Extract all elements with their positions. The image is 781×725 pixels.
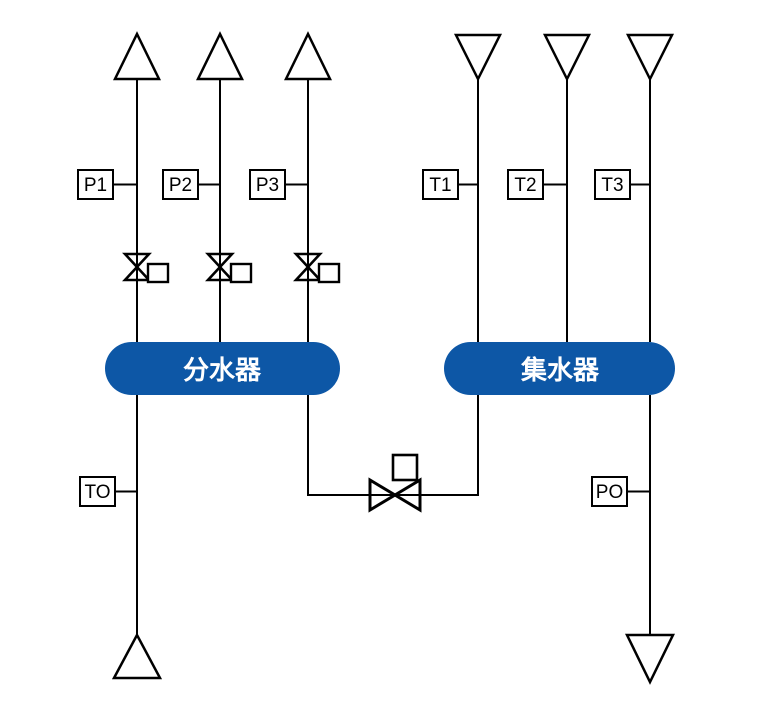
sensor-box-t2	[507, 169, 544, 200]
valve-body-bottom	[293, 265, 323, 282]
valve-body-bottom	[205, 265, 235, 282]
manifolds	[105, 342, 675, 395]
valve-actuators	[146, 262, 341, 284]
sensor-label-p3: P3	[256, 175, 279, 196]
sensor-label-t2: T2	[514, 175, 536, 196]
arrow-down-icon	[624, 633, 676, 685]
arrow-up-icon	[283, 31, 333, 81]
valve-icon	[293, 252, 323, 282]
sensor-box-po	[591, 476, 628, 507]
sensor-box-p2	[162, 169, 199, 200]
valve-body-top	[122, 252, 152, 269]
sensor-box-t1	[422, 169, 459, 200]
sensor-label-t1: T1	[429, 175, 451, 196]
valve-body-top	[205, 252, 235, 269]
valve-actuator-icon	[391, 453, 419, 482]
sensor-box-p1	[77, 169, 114, 200]
sensor-label-po: PO	[596, 482, 623, 503]
arrow-down-icon	[542, 33, 592, 82]
return-manifold-label: 集水器	[520, 355, 600, 385]
valve-icon	[122, 252, 152, 282]
sensor-connectors	[113, 183, 650, 493]
pipes-top	[136, 78, 651, 342]
valve-icon	[205, 252, 235, 282]
sensor-label-p1: P1	[84, 175, 107, 196]
arrow-down-icon	[625, 33, 675, 82]
arrow-up-icon	[111, 632, 163, 680]
branch-valves	[122, 252, 341, 284]
sensor-boxes	[77, 169, 631, 507]
valve-body-bottom	[122, 265, 152, 282]
line-art	[77, 31, 676, 685]
manifold-labels: 分水器 集水器	[183, 355, 600, 385]
valve-body-right	[392, 477, 422, 513]
supply-manifold-label: 分水器	[183, 355, 262, 385]
sensor-box-t3	[594, 169, 631, 200]
supply-manifold	[105, 342, 340, 395]
sensor-labels: P1 P2 P3 T1 T2 T3 TO PO	[84, 175, 624, 503]
sensor-box-to	[79, 476, 116, 507]
valve-actuator-icon	[229, 262, 253, 284]
arrow-down-icon	[453, 33, 503, 82]
sensor-label-to: TO	[84, 482, 110, 503]
return-manifold	[444, 342, 675, 395]
valve-actuator-icon	[317, 262, 341, 284]
pipes-bottom	[136, 395, 651, 636]
valve-body-left	[368, 477, 398, 513]
arrow-up-icon	[112, 31, 162, 81]
arrow-terminals	[111, 31, 676, 685]
arrow-up-icon	[195, 31, 245, 81]
sensor-box-p3	[249, 169, 286, 200]
bypass-valve-icon	[368, 453, 422, 513]
valve-body-top	[293, 252, 323, 269]
valve-actuator-icon	[146, 262, 170, 284]
sensor-label-t3: T3	[601, 175, 623, 196]
sensor-label-p2: P2	[169, 175, 192, 196]
